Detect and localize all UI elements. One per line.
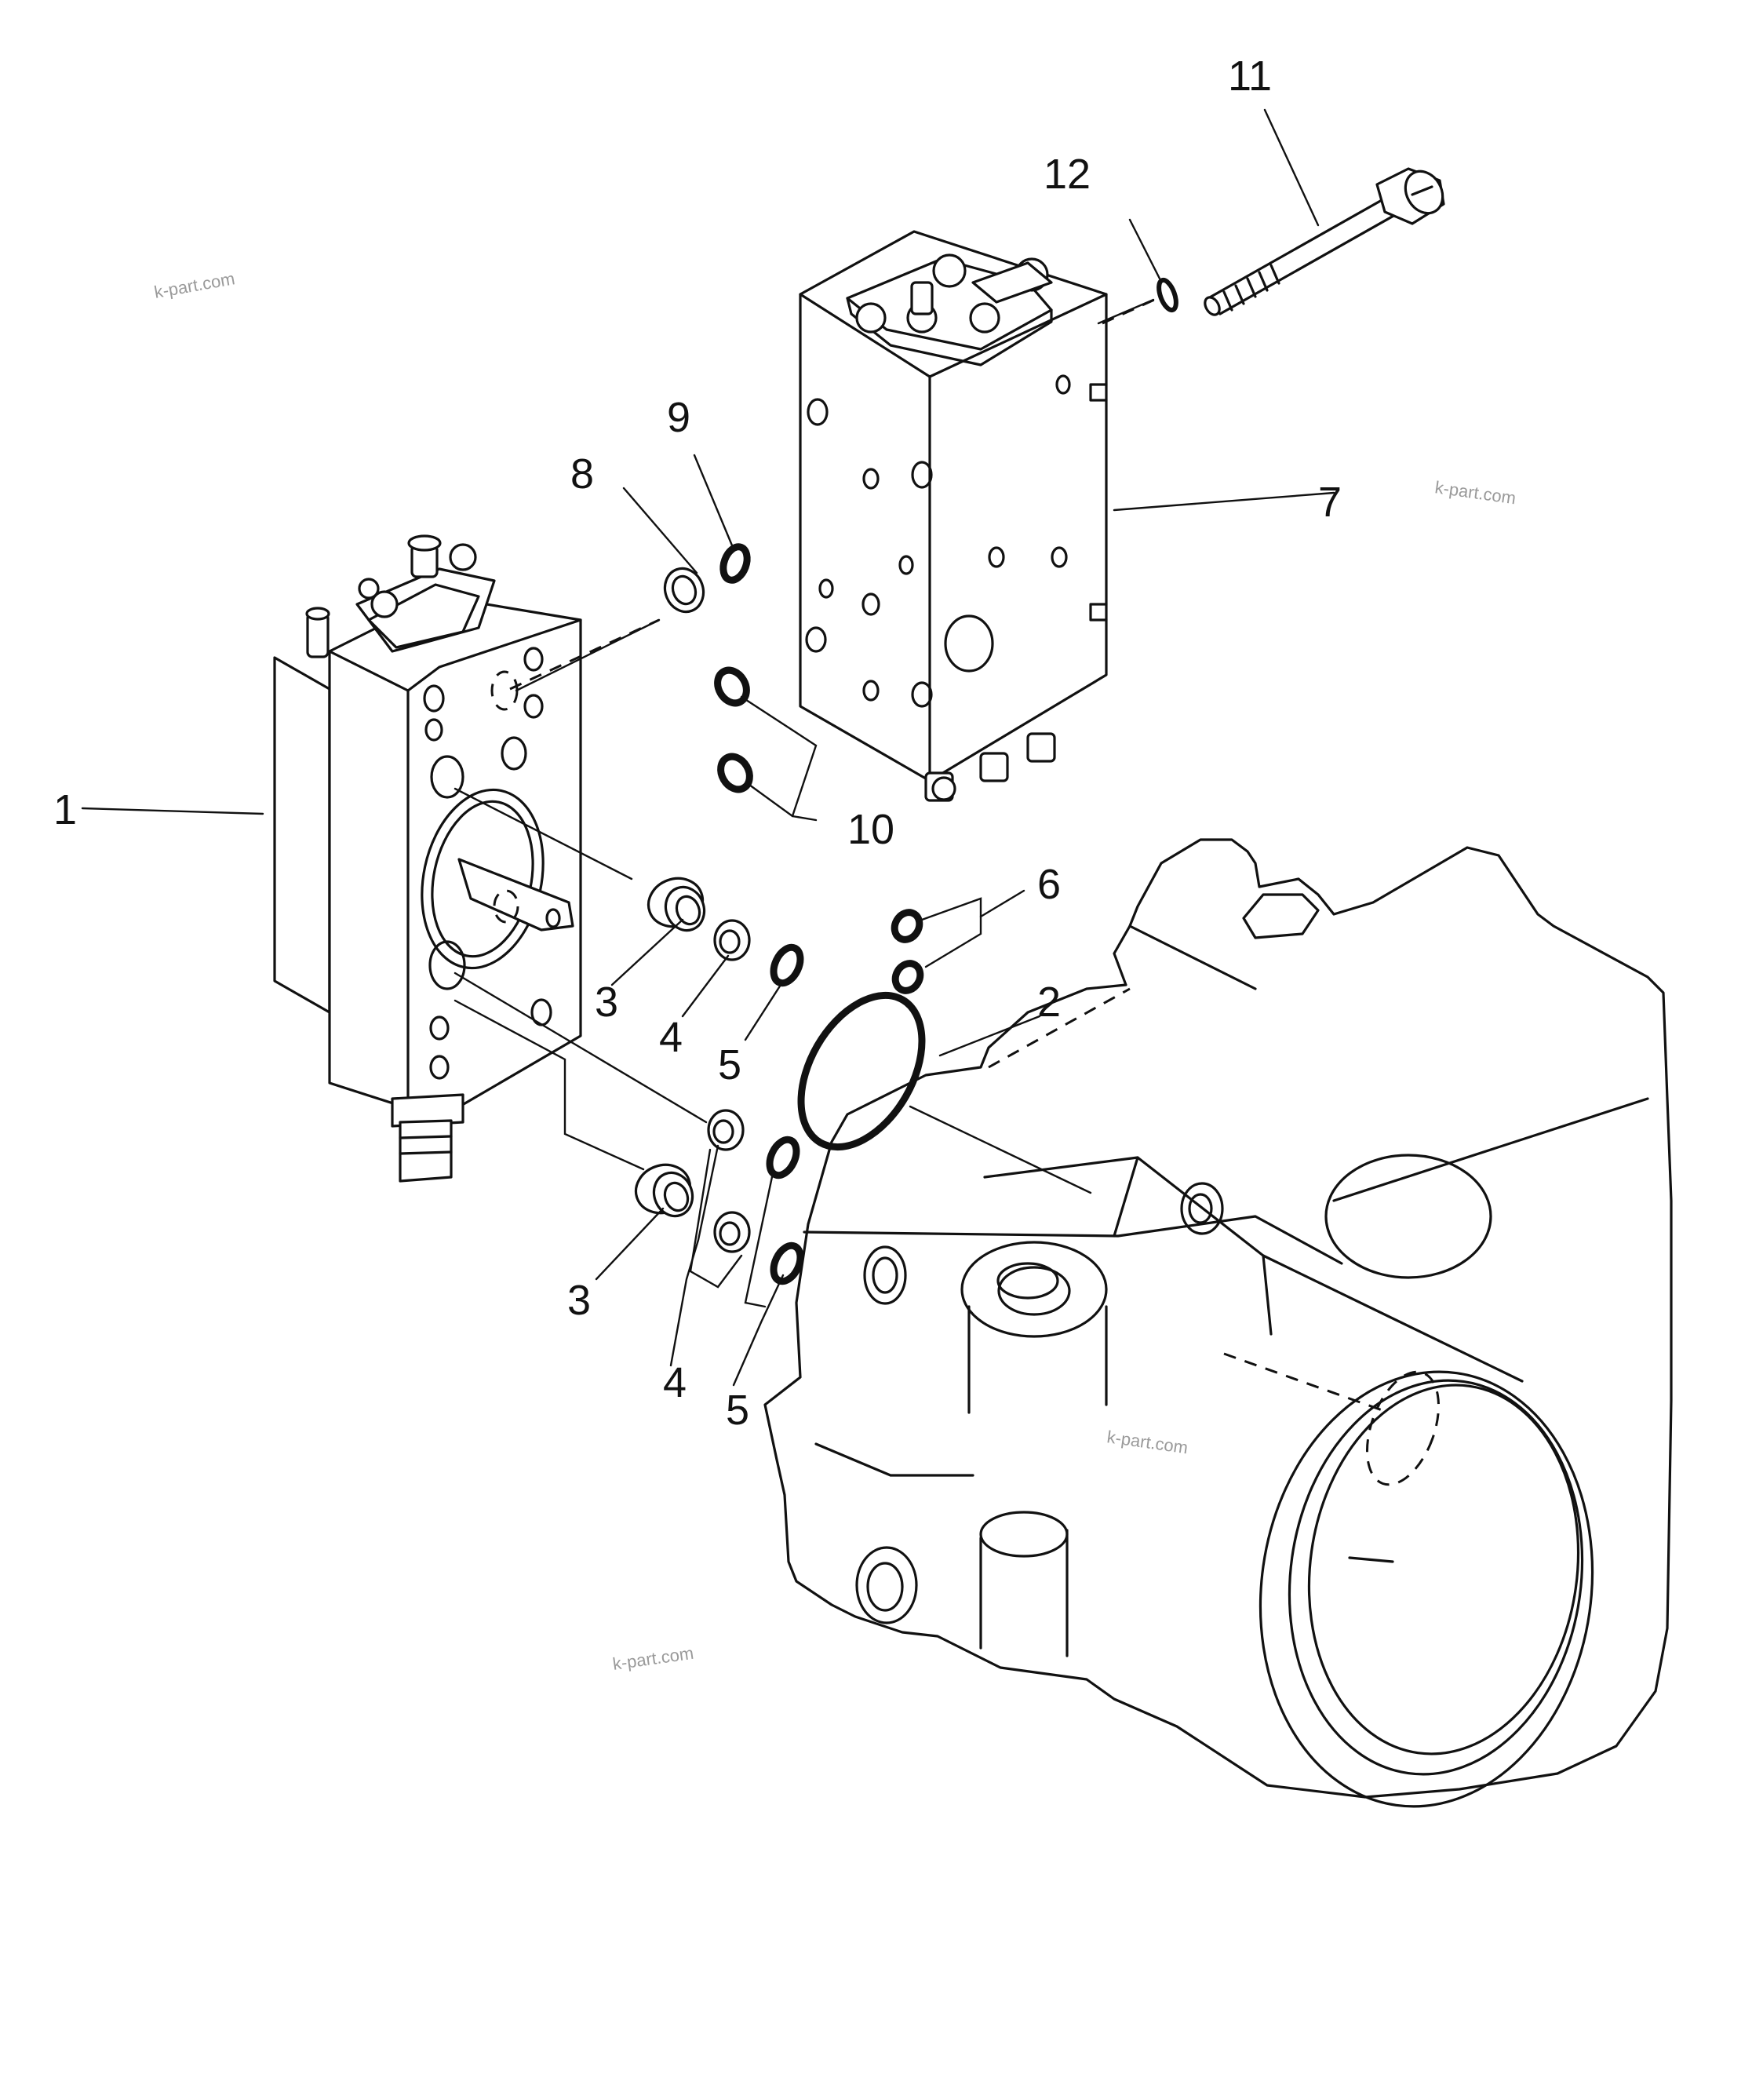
- callout-3a: 3: [595, 979, 618, 1026]
- watermark: k-part.com: [611, 1643, 694, 1674]
- part-7-valve-block: [799, 230, 1108, 802]
- callout-3b: 3: [567, 1277, 591, 1324]
- callout-9: 9: [667, 394, 690, 441]
- callout-4a: 4: [659, 1014, 683, 1061]
- small-parts: [634, 167, 1445, 1285]
- watermark: k-part.com: [153, 268, 237, 302]
- callout-11: 11: [1228, 53, 1272, 100]
- leader-lines: [81, 108, 1335, 1387]
- callout-1: 1: [53, 786, 77, 833]
- callout-6: 6: [1037, 861, 1061, 908]
- pump-case: [763, 838, 1673, 1808]
- callout-8: 8: [570, 450, 594, 498]
- callout-2: 2: [1037, 979, 1061, 1026]
- callout-7: 7: [1318, 479, 1342, 526]
- callout-5a: 5: [718, 1041, 741, 1088]
- callout-4b: 4: [663, 1359, 687, 1406]
- watermark: k-part.com: [1433, 477, 1517, 508]
- callout-12: 12: [1044, 151, 1091, 198]
- part-1-servo-valve: [273, 534, 582, 1183]
- callout-labels: 1 2 3 3 4 4 5 5 6 7 8 9 10 11 12: [53, 53, 1342, 1434]
- callout-10: 10: [847, 806, 894, 853]
- callout-5b: 5: [726, 1387, 749, 1434]
